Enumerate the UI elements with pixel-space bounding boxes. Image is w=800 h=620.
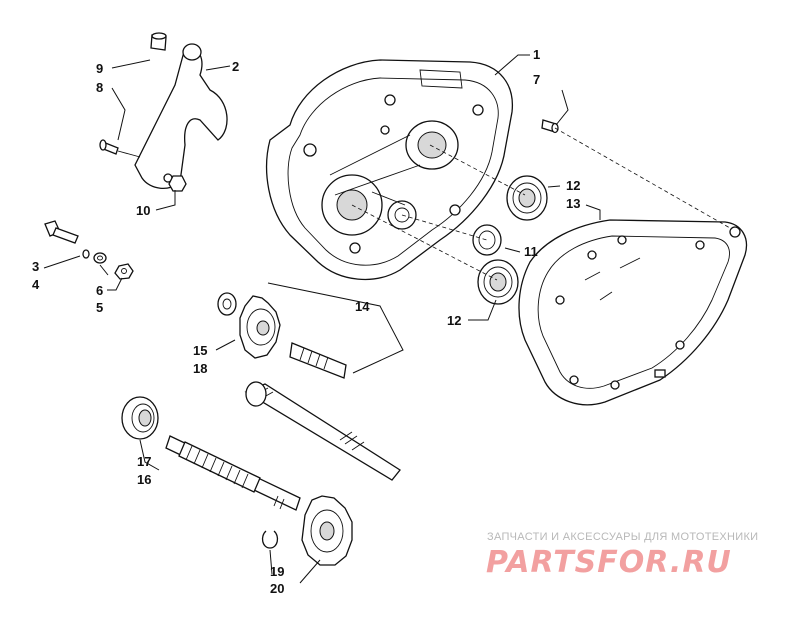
gearbox-housing [265, 59, 514, 281]
callout-17: 17 [137, 454, 151, 469]
callout-12-lower: 12 [447, 313, 461, 328]
callout-6: 6 [96, 283, 103, 298]
callout-9: 9 [96, 61, 103, 76]
bracket-bolt [99, 139, 141, 158]
thrust-washer [217, 292, 237, 316]
shaft-bearing [121, 396, 159, 440]
bracket [134, 43, 228, 189]
callout-labels: 1 7 2 9 8 10 3 4 6 5 12 13 11 12 14 15 1… [32, 47, 580, 596]
drive-gear [301, 495, 353, 566]
callout-14: 14 [355, 299, 370, 314]
bearing-lower [477, 259, 519, 305]
callout-11: 11 [524, 244, 538, 259]
callout-10: 10 [136, 203, 150, 218]
callout-8: 8 [96, 80, 103, 95]
callout-2: 2 [232, 59, 239, 74]
main-shaft [165, 435, 301, 511]
counter-shaft [244, 381, 401, 481]
lock-nut [114, 263, 134, 280]
callout-19: 19 [270, 564, 284, 579]
callout-15: 15 [193, 343, 207, 358]
watermark-subtitle: ЗАПЧАСТИ И АКСЕССУАРЫ ДЛЯ МОТОТЕХНИКИ [487, 531, 758, 543]
callout-1: 1 [533, 47, 540, 62]
callout-12-upper: 12 [566, 178, 580, 193]
callout-16: 16 [137, 472, 151, 487]
washer [93, 252, 107, 264]
callout-3: 3 [32, 259, 39, 274]
watermark-brand: PARTSFOR.RU [486, 545, 732, 580]
watermark: ЗАПЧАСТИ И АКСЕССУАРЫ ДЛЯ МОТОТЕХНИКИ PA… [486, 531, 758, 580]
callout-13: 13 [566, 196, 580, 211]
dowel-pin [541, 119, 559, 134]
bushing [150, 32, 167, 51]
gasket [518, 219, 748, 406]
pivot-bolt [44, 220, 79, 244]
callout-4: 4 [32, 277, 40, 292]
driven-gear [239, 295, 281, 359]
bracket-nut [168, 175, 187, 192]
o-ring [82, 249, 90, 259]
needle-bearing [472, 224, 502, 256]
callout-18: 18 [193, 361, 207, 376]
callout-7: 7 [533, 72, 540, 87]
callout-5: 5 [96, 300, 103, 315]
leader-lines [43, 54, 731, 584]
output-shaft [289, 342, 347, 379]
bearing-upper [506, 175, 548, 221]
callout-20: 20 [270, 581, 284, 596]
circlip [261, 530, 279, 549]
